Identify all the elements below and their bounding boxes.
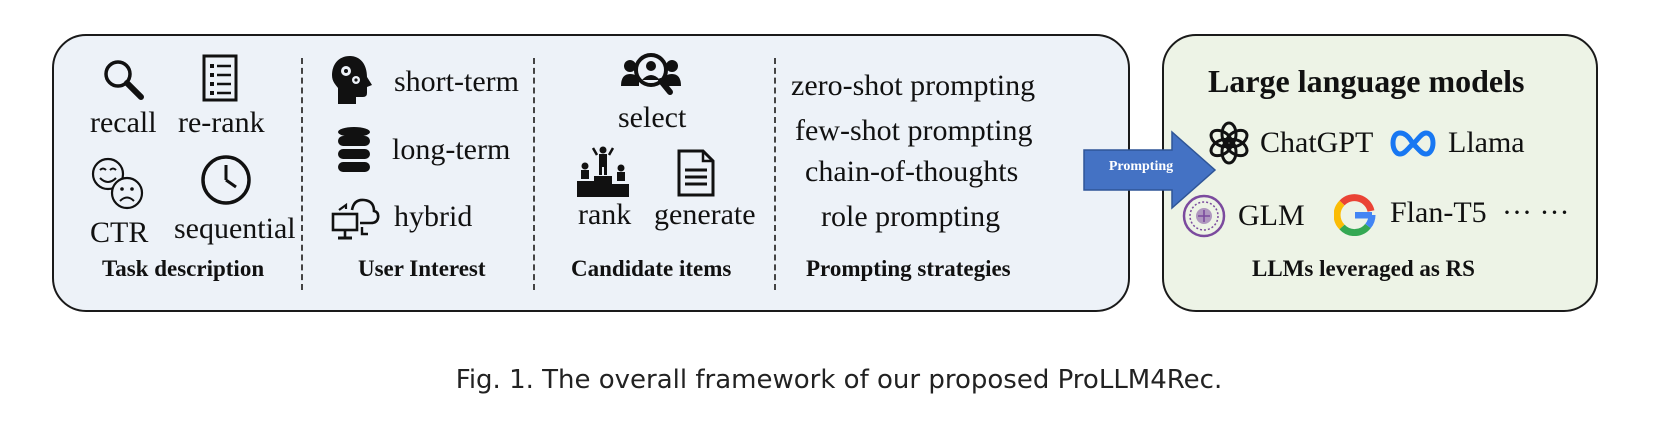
strategy-chain-of-thoughts: chain-of-thoughts (805, 155, 1019, 188)
interest-item-hybrid: hybrid (394, 200, 473, 233)
meta-icon (1390, 130, 1436, 157)
prompt-construction-panel: recall re-rank CTR sequential Task descr… (52, 34, 1130, 312)
llm-glm: GLM (1238, 199, 1305, 232)
document-icon (677, 149, 715, 197)
prompting-strategies-title: Prompting strategies (806, 256, 1011, 281)
user-interest-title: User Interest (358, 256, 486, 281)
candidate-item-select: select (618, 101, 687, 134)
brain-gears-icon (332, 56, 372, 104)
candidate-item-generate: generate (654, 198, 756, 231)
openai-icon (1209, 121, 1249, 165)
llm-panel-title: Large language models (1208, 63, 1525, 99)
cloud-computer-icon (331, 198, 380, 240)
database-icon (338, 127, 370, 172)
google-icon (1334, 194, 1376, 236)
strategy-zero-shot: zero-shot prompting (791, 69, 1036, 102)
llm-panel-footer: LLMs leveraged as RS (1252, 256, 1475, 281)
emotion-icon (91, 157, 144, 210)
strategy-role-prompting: role prompting (821, 200, 1001, 233)
strategy-few-shot: few-shot prompting (795, 114, 1033, 147)
podium-icon (577, 146, 629, 197)
prompting-arrow-label: Prompting (1108, 159, 1174, 174)
task-item-re-rank: re-rank (178, 106, 265, 139)
people-search-icon (621, 53, 681, 95)
interest-item-long-term: long-term (392, 133, 511, 166)
candidate-items-title: Candidate items (571, 256, 732, 281)
section-divider-3 (774, 58, 776, 290)
task-item-ctr: CTR (90, 216, 149, 249)
llm-panel: Large language models ChatGPT Llama GLM … (1162, 34, 1598, 312)
prompting-arrow (1083, 130, 1217, 210)
task-item-recall: recall (90, 106, 157, 139)
clock-icon (201, 155, 251, 205)
tsinghua-seal-icon (1182, 194, 1226, 238)
llm-flan-t5: Flan-T5 (1390, 196, 1487, 229)
llm-chatgpt: ChatGPT (1260, 126, 1374, 159)
list-icon (202, 54, 238, 102)
figure-caption: Fig. 1. The overall framework of our pro… (455, 365, 1223, 395)
interest-item-short-term: short-term (394, 65, 519, 98)
section-divider-1 (301, 58, 303, 290)
candidate-item-rank: rank (578, 198, 632, 231)
llm-llama: Llama (1448, 126, 1525, 159)
task-description-title: Task description (102, 256, 265, 281)
section-divider-2 (533, 58, 535, 290)
llm-more-ellipsis: ··· ··· (1502, 196, 1570, 229)
task-item-sequential: sequential (174, 212, 296, 245)
search-icon (104, 60, 144, 100)
